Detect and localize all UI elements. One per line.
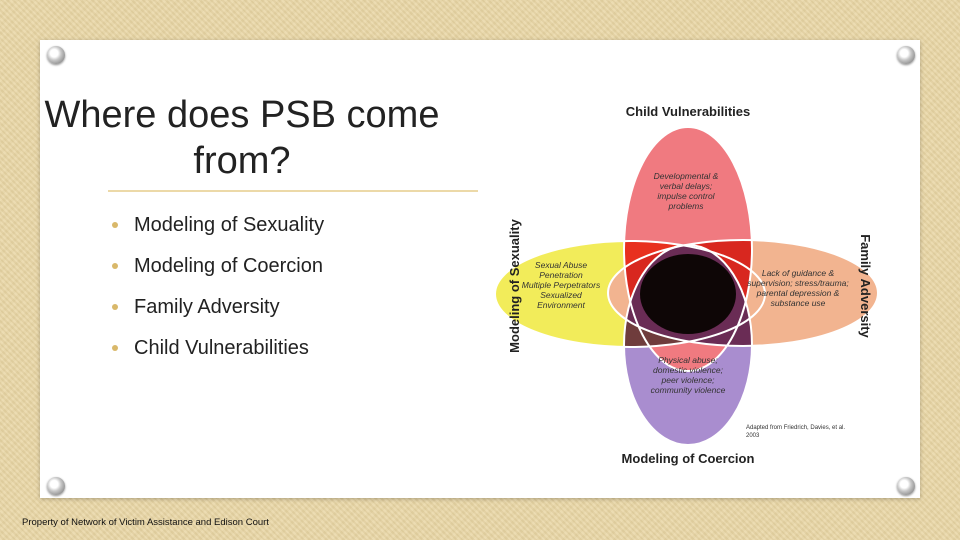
left-region-line: Multiple Perpetrators <box>522 280 601 290</box>
venn-diagram: Child Vulnerabilities Modeling of Coerci… <box>494 104 879 466</box>
left-region-line: Penetration <box>539 270 583 280</box>
heading-modeling-of-coercion: Modeling of Coercion <box>622 451 755 466</box>
bullet-list: Modeling of Sexuality Modeling of Coerci… <box>110 204 324 368</box>
heading-family-adversity: Family Adversity <box>858 234 873 338</box>
right-region-line: substance use <box>771 298 826 308</box>
bottom-region-line: Physical abuse; <box>658 355 718 365</box>
bullet-item: Child Vulnerabilities <box>110 327 324 368</box>
pushpin-icon <box>47 46 65 64</box>
left-region-line: Sexual Abuse <box>535 260 587 270</box>
title-divider <box>108 190 480 192</box>
right-region-line: parental depression & <box>756 288 840 298</box>
bullet-dot-icon <box>112 262 118 269</box>
slide-title: Where does PSB come from? <box>44 94 440 182</box>
venn-diagram-panel: Child Vulnerabilities Modeling of Coerci… <box>478 97 904 475</box>
bullet-dot-icon <box>112 303 118 310</box>
heading-child-vulnerabilities: Child Vulnerabilities <box>626 104 750 119</box>
center-overlap <box>640 254 736 334</box>
bullet-item: Modeling of Sexuality <box>110 204 324 245</box>
top-region-line: impulse control <box>657 191 715 201</box>
bottom-region-line: community violence <box>651 385 726 395</box>
citation-line: 2003 <box>746 433 760 439</box>
top-region-line: verbal delays; <box>660 181 713 191</box>
bullet-text: Family Adversity <box>134 295 280 318</box>
bullet-dot-icon <box>112 221 118 228</box>
right-region-line: supervision; stress/trauma; <box>747 278 849 288</box>
pushpin-icon <box>897 477 915 495</box>
bullet-item: Family Adversity <box>110 286 324 327</box>
footer-text: Property of Network of Victim Assistance… <box>22 517 269 528</box>
bullet-dot-icon <box>112 344 118 351</box>
pushpin-icon <box>897 46 915 64</box>
citation-line: Adapted from Friedrich, Davies, et al. <box>746 425 845 431</box>
bullet-text: Child Vulnerabilities <box>134 336 309 359</box>
bullet-item: Modeling of Coercion <box>110 245 324 286</box>
ellipse-outlines <box>494 126 879 446</box>
bottom-region-line: peer violence; <box>661 375 716 385</box>
top-region-line: problems <box>668 201 705 211</box>
bullet-text: Modeling of Coercion <box>134 254 323 277</box>
left-region-line: Sexualized <box>540 290 582 300</box>
top-region-line: Developmental & <box>654 171 719 181</box>
heading-modeling-of-sexuality: Modeling of Sexuality <box>507 218 522 352</box>
bottom-region-line: domestic violence; <box>653 365 724 375</box>
pushpin-icon <box>47 477 65 495</box>
left-region-line: Environment <box>537 300 585 310</box>
bullet-text: Modeling of Sexuality <box>134 213 325 236</box>
right-region-line: Lack of guidance & <box>762 268 835 278</box>
